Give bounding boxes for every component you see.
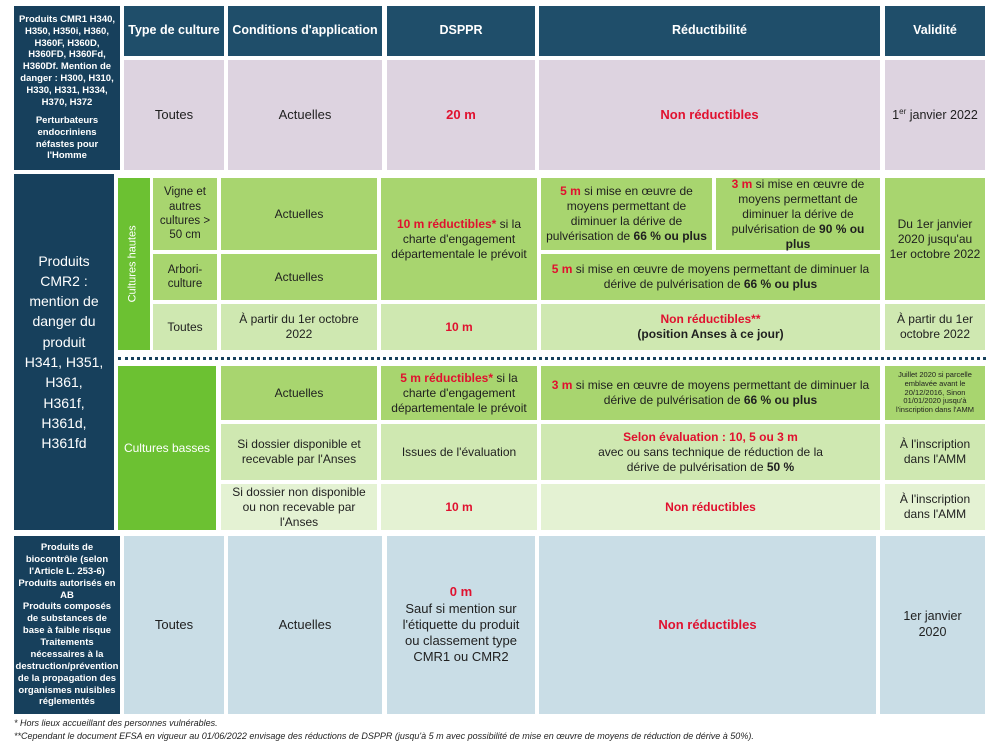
hautes-validite: Du 1er janvier 2020 jusqu'au 1er octobre… xyxy=(885,178,985,300)
hautes-dsppr: 10 m réductibles* si la charte d'engagem… xyxy=(381,178,537,300)
basses1-dsppr-red: 5 m réductibles* xyxy=(400,370,493,385)
basses3-dsppr: 10 m xyxy=(381,484,537,530)
vigne-red90-text: 3 m si mise en œuvre de moyens permettan… xyxy=(720,177,876,252)
toutes-red-bold: (position Anses à ce jour) xyxy=(637,327,784,341)
hautes-dsppr-text: 10 m réductibles* si la charte d'engagem… xyxy=(385,217,533,262)
basses2-red-rest: avec ou sans technique de réduction de l… xyxy=(598,444,823,474)
basses1-conditions: Actuelles xyxy=(221,366,377,420)
basses2-validite: À l'inscription dans l'AMM xyxy=(885,424,985,480)
vigne-reductibilite-66: 5 m si mise en œuvre de moyens permettan… xyxy=(541,178,712,250)
bio-label-traitements: Traitements nécessaires à la destruction… xyxy=(15,637,119,708)
vigne-red66-rest: si mise en œuvre de moyens permettant de… xyxy=(546,184,693,243)
bio-label-biocontrole: Produits de biocontrôle (selon l'Article… xyxy=(25,542,109,577)
cmr1-label: Produits CMR1 H340, H350, H350i, H360, H… xyxy=(14,6,120,170)
basses1-validite: Juillet 2020 si parcelle emblavée avant … xyxy=(885,366,985,420)
header-reductibilite: Réductibilité xyxy=(539,6,880,56)
bio-dsppr: 0 m Sauf si mention sur l'étiquette du p… xyxy=(387,536,535,714)
vigne-red66-text: 5 m si mise en œuvre de moyens permettan… xyxy=(545,184,708,244)
basses1-red-rest: si mise en œuvre de moyens permettant de… xyxy=(572,378,870,407)
basses1-dsppr: 5 m réductibles* si la charte d'engageme… xyxy=(381,366,537,420)
vigne-red90-red: 3 m xyxy=(731,176,753,191)
cmr1-validite-pre: 1 xyxy=(892,107,900,122)
cmr2-label: Produits CMR2 : mention de danger du pro… xyxy=(14,174,114,530)
cultures-hautes-text: Cultures hautes xyxy=(127,225,140,303)
vigne-conditions: Actuelles xyxy=(221,178,377,250)
vigne-red90-rest: si mise en œuvre de moyens permettant de… xyxy=(731,176,865,236)
bio-conditions: Actuelles xyxy=(228,536,382,714)
header-conditions: Conditions d'application xyxy=(228,6,382,56)
basses2-dsppr: Issues de l'évaluation xyxy=(381,424,537,480)
hautes-basses-separator xyxy=(118,357,986,360)
basses1-dsppr-text: 5 m réductibles* si la charte d'engageme… xyxy=(385,371,533,416)
vigne-reductibilite-90: 3 m si mise en œuvre de moyens permettan… xyxy=(716,177,880,252)
bio-label-ab: Produits autorisés en AB xyxy=(18,577,116,601)
bio-reductibilite: Non réductibles xyxy=(539,536,876,714)
basses3-reductibilite: Non réductibles xyxy=(541,484,880,530)
bio-dsppr-rest: Sauf si mention sur l'étiquette du produ… xyxy=(402,600,520,665)
arbo-red-bold: 66 % ou plus xyxy=(743,277,818,291)
header-validite: Validité xyxy=(885,6,985,56)
arbo-reductibilite: 5 m si mise en œuvre de moyens permettan… xyxy=(541,254,880,300)
basses2-red-line: avec ou sans technique de réduction de l… xyxy=(545,445,876,475)
header-type-culture: Type de culture xyxy=(124,6,224,56)
cmr1-type: Toutes xyxy=(124,60,224,170)
basses2-reductibilite: Selon évaluation : 10, 5 ou 3 m avec ou … xyxy=(541,424,880,480)
arbo-red-red: 5 m xyxy=(551,262,573,276)
footnote-2: **Cependant le document EFSA en vigueur … xyxy=(14,731,754,741)
bio-label: Produits de biocontrôle (selon l'Article… xyxy=(14,536,120,714)
bio-type: Toutes xyxy=(124,536,224,714)
toutes-conditions: À partir du 1er octobre 2022 xyxy=(221,304,377,350)
vigne-red66-red: 5 m xyxy=(560,184,581,198)
basses1-dsppr-rest: si la charte d'engagement départementale… xyxy=(391,370,527,415)
bio-label-substances: Produits composés de substances de base … xyxy=(22,601,112,637)
basses1-red-text: 3 m si mise en œuvre de moyens permettan… xyxy=(545,378,876,408)
basses1-reductibilite: 3 m si mise en œuvre de moyens permettan… xyxy=(541,366,880,420)
header-dsppr: DSPPR xyxy=(387,6,535,56)
arbo-conditions: Actuelles xyxy=(221,254,377,300)
footnote-1: * Hors lieux accueillant des personnes v… xyxy=(14,718,218,728)
hautes-dsppr-rest: si la charte d'engagement départementale… xyxy=(391,216,527,261)
basses3-validite: À l'inscription dans l'AMM xyxy=(885,484,985,530)
basses1-red-bold: 66 % ou plus xyxy=(743,393,818,407)
cultures-basses-label: Cultures basses xyxy=(118,366,216,530)
cmr1-label-text: Produits CMR1 H340, H350, H350i, H360, H… xyxy=(18,13,116,108)
toutes-reductibilite: Non réductibles** (position Anses à ce j… xyxy=(541,304,880,350)
bio-dsppr-red: 0 m xyxy=(449,584,473,600)
bio-validite: 1er janvier 2020 xyxy=(880,536,985,714)
cmr1-reductibilite: Non réductibles xyxy=(539,60,880,170)
basses2-conditions: Si dossier disponible et recevable par l… xyxy=(221,424,377,480)
toutes-red-red: Non réductibles** xyxy=(660,312,761,326)
arbo-type: Arbori-culture xyxy=(153,254,217,300)
basses2-red-red: Selon évaluation : 10, 5 ou 3 m xyxy=(623,429,798,444)
toutes-validite: À partir du 1er octobre 2022 xyxy=(885,304,985,350)
cmr1-conditions: Actuelles xyxy=(228,60,382,170)
toutes-type: Toutes xyxy=(153,304,217,350)
cmr1-dsppr: 20 m xyxy=(387,60,535,170)
cmr1-label-text2: Perturbateurs endocriniens néfastes pour… xyxy=(35,114,99,162)
vigne-red90-bold: 90 % ou plus xyxy=(785,221,865,251)
basses2-red-bold: 50 % xyxy=(766,459,795,474)
cmr1-validite-post: janvier 2022 xyxy=(906,107,978,122)
toutes-dsppr: 10 m xyxy=(381,304,537,350)
cmr1-validite-sup: er xyxy=(899,106,907,116)
cmr1-validite-text: 1er janvier 2022 xyxy=(892,107,978,124)
cmr1-validite: 1er janvier 2022 xyxy=(885,60,985,170)
hautes-dsppr-red: 10 m réductibles* xyxy=(396,216,497,231)
basses3-conditions: Si dossier non disponible ou non recevab… xyxy=(221,484,377,530)
cultures-hautes-label: Cultures hautes xyxy=(118,178,150,350)
basses1-red-red: 3 m xyxy=(551,378,573,392)
arbo-red-text: 5 m si mise en œuvre de moyens permettan… xyxy=(545,262,876,292)
arbo-red-rest: si mise en œuvre de moyens permettant de… xyxy=(572,262,870,291)
vigne-red66-bold: 66 % ou plus xyxy=(633,229,707,243)
vigne-type: Vigne et autres cultures > 50 cm xyxy=(153,178,217,250)
